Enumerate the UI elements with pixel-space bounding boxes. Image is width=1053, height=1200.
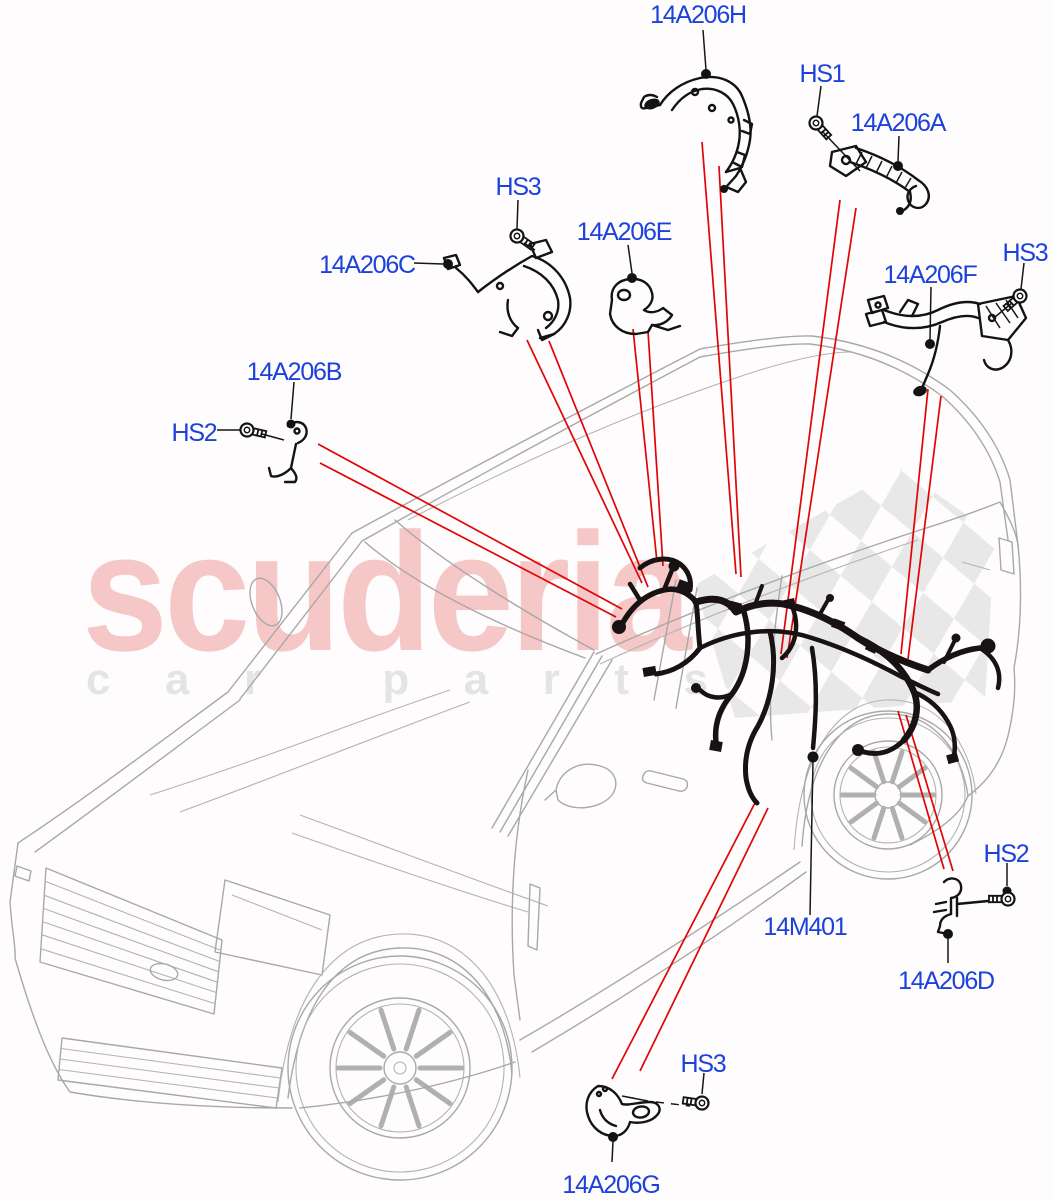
screw-hs2-left [217, 421, 285, 442]
bracket-14A206C [413, 238, 572, 342]
bracket-14A206F [864, 286, 1028, 397]
watermark-brand-text: scuderia [82, 498, 693, 686]
part-labels: 14A206H HS1 14A206A HS3 14A206E 14A206C … [171, 1, 1049, 1199]
bracket-14A206A [828, 135, 930, 215]
rear-wheel-spokes [839, 749, 937, 841]
part-label-14A206C: 14A206C [319, 251, 416, 279]
part-label-HS2-right: HS2 [983, 840, 1028, 868]
part-label-HS3-bottom: HS3 [680, 1050, 725, 1078]
part-label-14A206H: 14A206H [650, 1, 746, 29]
part-label-14M401: 14M401 [763, 913, 846, 941]
vehicle-illustration [9, 335, 1022, 1181]
part-label-HS3-right: HS3 [1002, 239, 1047, 267]
parts-and-fasteners [217, 29, 1031, 1163]
watermark: scuderia car parts [82, 468, 995, 718]
part-label-14A206A: 14A206A [851, 109, 947, 137]
part-label-HS1: HS1 [799, 60, 844, 88]
leader-14M401 [807, 751, 819, 916]
part-label-14A206D: 14A206D [898, 967, 994, 995]
front-wheel-spokes [335, 1007, 465, 1129]
bracket-14A206D [932, 877, 990, 963]
wiring-harness [612, 556, 1002, 806]
screw-hs3-right [994, 262, 1031, 318]
bracket-14A206G [585, 1084, 691, 1163]
part-label-14A206B: 14A206B [247, 358, 342, 386]
part-label-14A206E: 14A206E [577, 218, 672, 246]
part-label-HS2-left: HS2 [171, 419, 216, 447]
watermark-tagline-text: car parts [86, 655, 708, 704]
part-label-HS3-top: HS3 [495, 173, 540, 201]
screw-hs3-bottom [681, 1072, 711, 1112]
bracket-14A206B [267, 381, 308, 484]
bracket-14A206H [639, 29, 754, 194]
screw-hs2-right [987, 863, 1016, 907]
bracket-14A206E [608, 244, 682, 336]
part-label-14A206G: 14A206G [562, 1171, 659, 1199]
part-label-14A206F: 14A206F [883, 261, 977, 289]
